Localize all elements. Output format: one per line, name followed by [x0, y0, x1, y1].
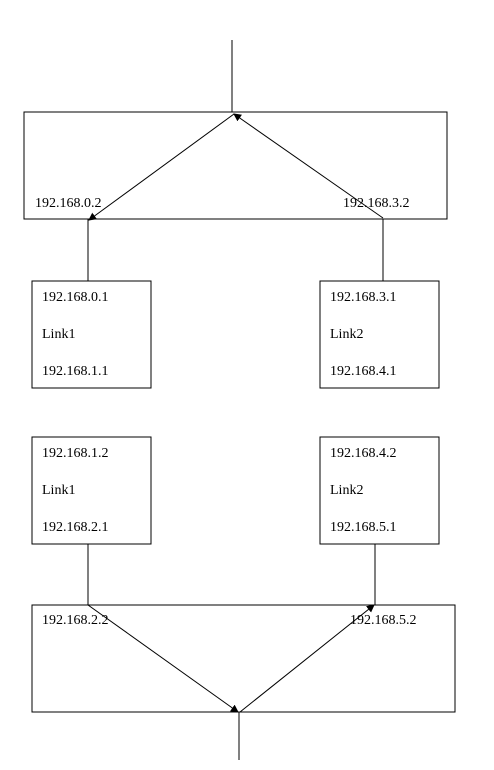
lower-link1-top-ip: 192.168.1.2 — [42, 446, 109, 461]
upper-link1-box — [31, 280, 152, 389]
top-router-right-ip: 192.168.3.2 — [343, 196, 410, 211]
top-router-arrow-right — [233, 113, 384, 219]
upper-link2-top-ip: 192.168.3.1 — [330, 290, 397, 305]
upper-link2-box — [319, 280, 440, 389]
bottom-router-left-ip: 192.168.2.2 — [42, 613, 109, 628]
bottom-router-right-ip: 192.168.5.2 — [350, 613, 417, 628]
lower-link1-name: Link1 — [42, 483, 75, 498]
lower-link2-name: Link2 — [330, 483, 363, 498]
upper-link1-bottom-ip: 192.168.1.1 — [42, 364, 109, 379]
bottom-router-arrow-right — [239, 604, 375, 713]
top-router-box — [23, 111, 448, 220]
top-router-left-ip: 192.168.0.2 — [35, 196, 102, 211]
upper-link2-name: Link2 — [330, 327, 363, 342]
upper-link1-top-ip: 192.168.0.1 — [42, 290, 109, 305]
lower-link2-bottom-ip: 192.168.5.1 — [330, 520, 397, 535]
bottom-router-box — [31, 604, 456, 713]
lower-link1-box — [31, 436, 152, 545]
bottom-router-arrow-left — [87, 604, 239, 713]
lower-link2-top-ip: 192.168.4.2 — [330, 446, 397, 461]
lower-link1-bottom-ip: 192.168.2.1 — [42, 520, 109, 535]
upper-link1-name: Link1 — [42, 327, 75, 342]
top-router-arrow-left — [88, 113, 235, 221]
lower-link2-box — [319, 436, 440, 545]
upper-link2-bottom-ip: 192.168.4.1 — [330, 364, 397, 379]
